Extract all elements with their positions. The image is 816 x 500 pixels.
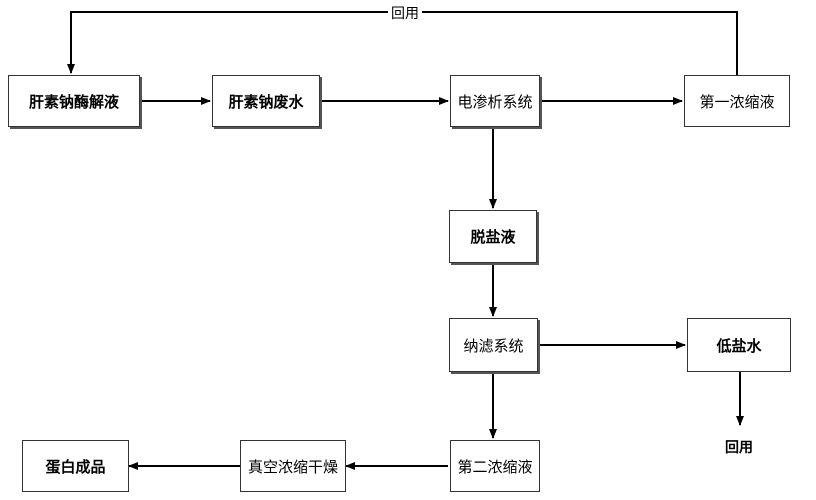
node-nanofiltration-system: 纳滤系统 (449, 318, 538, 372)
node-vacuum-concentration-drying: 真空浓缩干燥 (240, 440, 346, 492)
reuse-label-top: 回用 (388, 3, 422, 23)
node-electrodialysis-system: 电渗析系统 (450, 75, 540, 127)
node-second-concentrate: 第二浓缩液 (450, 440, 540, 492)
node-heparin-wastewater: 肝素钠废水 (212, 75, 320, 127)
node-desalted-liquid: 脱盐液 (449, 210, 537, 263)
node-first-concentrate: 第一浓缩液 (684, 75, 790, 127)
node-low-salt-water: 低盐水 (687, 318, 791, 372)
reuse-label-bottom: 回用 (722, 437, 756, 457)
node-heparin-enzymolysis-liquid: 肝素钠酶解液 (8, 75, 140, 127)
node-protein-product: 蛋白成品 (22, 440, 129, 492)
